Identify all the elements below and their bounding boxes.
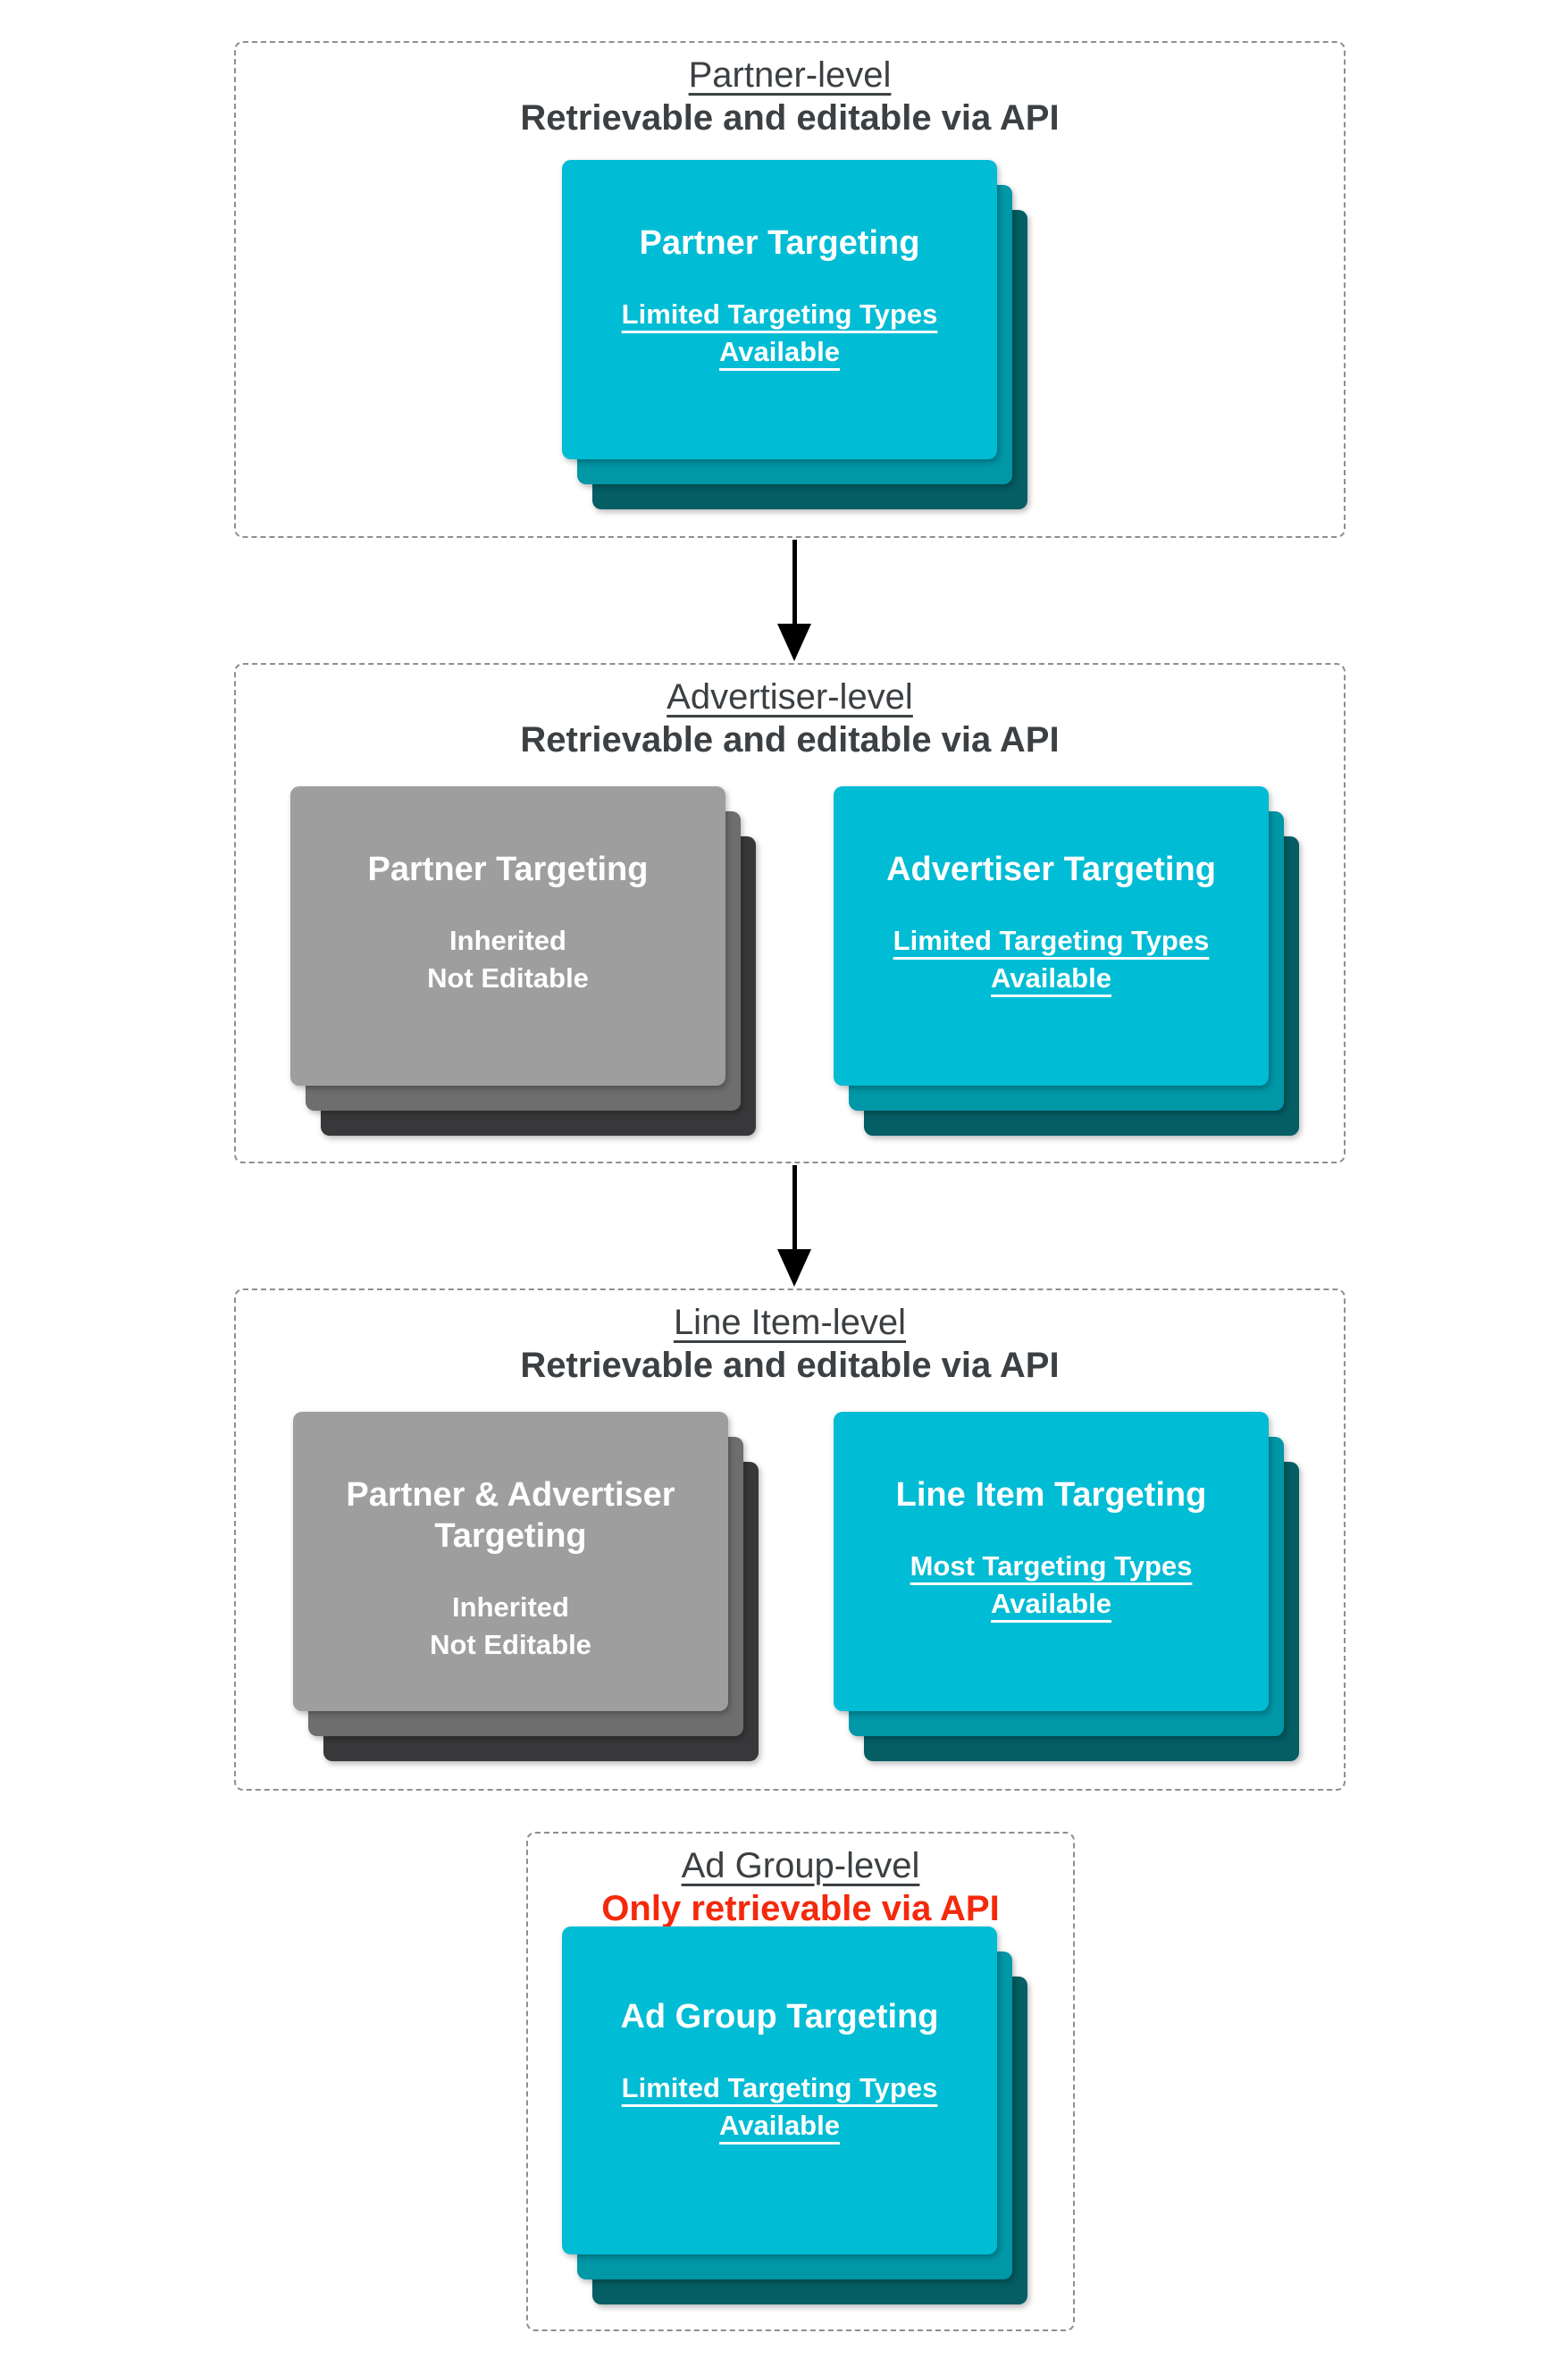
section-subtitle: Retrievable and editable via API [520,1346,1060,1385]
inherited-partner-targeting-card-stack: Partner Targeting Inherited Not Editable [290,786,756,1136]
arrow-head-icon [777,1249,811,1287]
card-subtitle: Inherited Not Editable [430,1589,591,1664]
card-title: Advertiser Targeting [886,851,1216,888]
section-header: Advertiser-level Retrievable and editabl… [236,676,1344,761]
arrow-head-icon [777,624,811,661]
section-title: Ad Group-level [681,1846,920,1885]
section-subtitle: Retrievable and editable via API [520,98,1060,138]
section-line-item-level: Line Item-level Retrievable and editable… [234,1288,1346,1791]
arrow-shaft [792,1165,797,1249]
section-partner-level: Partner-level Retrievable and editable v… [234,41,1346,538]
card-subtitle-line: Available [991,962,1111,994]
partner-advertiser-targeting-inherited-card: Partner & Advertiser Targeting Inherited… [293,1412,728,1711]
section-title: Advertiser-level [667,677,913,717]
card-subtitle-line: Limited Targeting Types [621,2072,938,2103]
section-subtitle: Retrievable and editable via API [520,720,1060,760]
card-title: Ad Group Targeting [620,1998,939,2035]
inherited-partner-advertiser-targeting-card-stack: Partner & Advertiser Targeting Inherited… [293,1412,759,1761]
card-subtitle-line: Available [719,2110,840,2141]
card-subtitle-line: Not Editable [427,962,589,994]
section-header: Line Item-level Retrievable and editable… [236,1301,1344,1387]
section-subtitle: Only retrievable via API [601,1889,1000,1928]
card-subtitle-line: Most Targeting Types [910,1550,1193,1582]
flow-arrow-down-1 [776,540,812,661]
card-subtitle-line: Inherited [452,1591,569,1623]
partner-targeting-inherited-card: Partner Targeting Inherited Not Editable [290,786,725,1086]
section-title: Line Item-level [673,1303,907,1342]
card-subtitle-line: Limited Targeting Types [621,298,938,330]
card-subtitle-line: Limited Targeting Types [893,925,1210,956]
advertiser-targeting-card-stack: Advertiser Targeting Limited Targeting T… [834,786,1299,1136]
partner-targeting-card: Partner Targeting Limited Targeting Type… [562,160,997,459]
card-subtitle: Limited Targeting Types Available [893,922,1210,997]
card-subtitle: Limited Targeting Types Available [622,2069,938,2145]
partner-targeting-card-stack: Partner Targeting Limited Targeting Type… [562,160,1027,509]
card-title: Partner Targeting [639,224,920,262]
line-item-targeting-card: Line Item Targeting Most Targeting Types… [834,1412,1269,1711]
card-subtitle: Inherited Not Editable [427,922,589,997]
section-advertiser-level: Advertiser-level Retrievable and editabl… [234,663,1346,1163]
advertiser-targeting-card: Advertiser Targeting Limited Targeting T… [834,786,1269,1086]
card-subtitle-line: Available [991,1588,1111,1619]
card-subtitle-line: Inherited [449,925,566,956]
card-subtitle: Limited Targeting Types Available [622,296,938,371]
section-title: Partner-level [688,55,892,95]
section-ad-group-level: Ad Group-level Only retrievable via API … [526,1832,1075,2331]
line-item-targeting-card-stack: Line Item Targeting Most Targeting Types… [834,1412,1299,1761]
card-subtitle-line: Available [719,336,840,367]
card-title: Line Item Targeting [895,1476,1207,1514]
card-subtitle-line: Not Editable [430,1629,591,1660]
card-title: Partner Targeting [367,851,649,888]
arrow-shaft [792,540,797,624]
ad-group-targeting-card: Ad Group Targeting Limited Targeting Typ… [562,1926,997,2254]
ad-group-targeting-card-stack: Ad Group Targeting Limited Targeting Typ… [562,1926,1027,2304]
section-header: Partner-level Retrievable and editable v… [236,54,1344,139]
flow-arrow-down-2 [776,1165,812,1287]
section-header: Ad Group-level Only retrievable via API [528,1844,1073,1930]
card-subtitle: Most Targeting Types Available [910,1548,1193,1623]
card-title: Partner & Advertiser Targeting [346,1476,675,1555]
